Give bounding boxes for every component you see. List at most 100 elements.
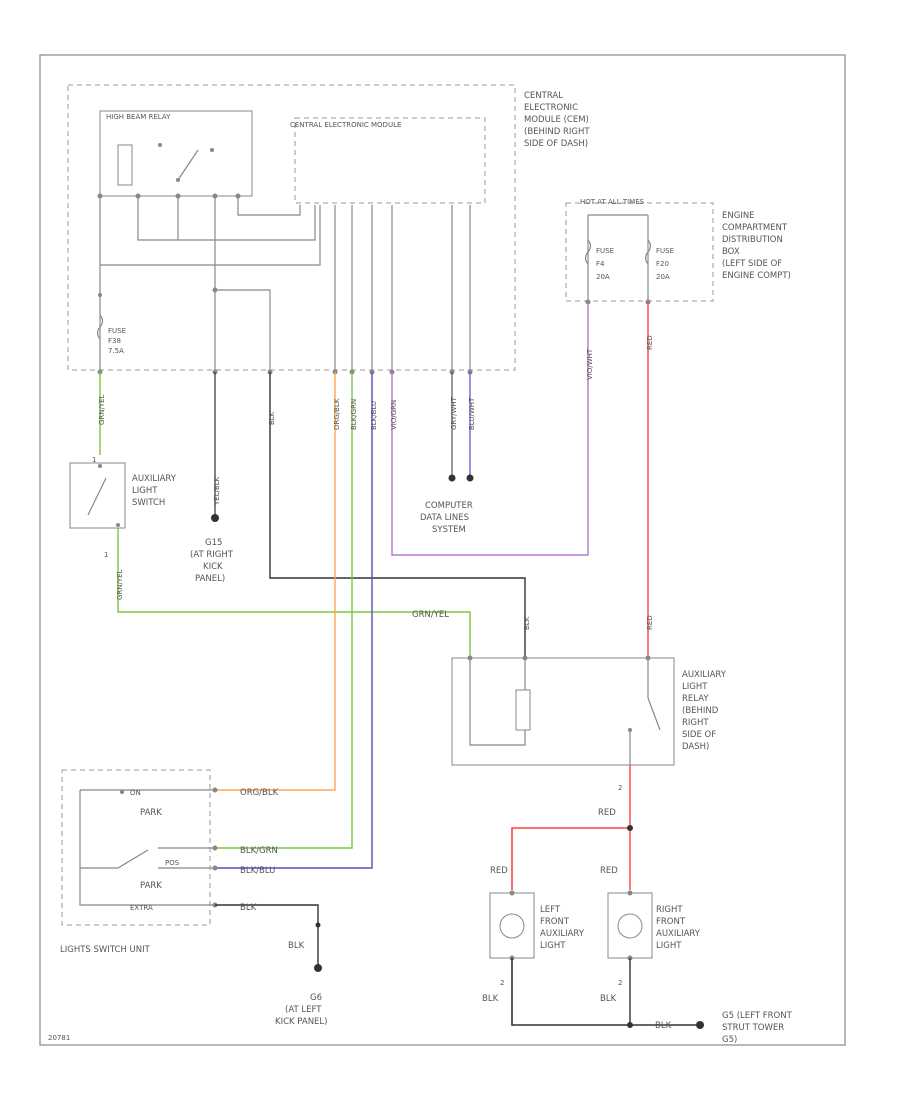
svg-text:COMPARTMENT: COMPARTMENT [722,223,788,233]
svg-text:F4: F4 [596,260,605,268]
aux-relay-coil [515,689,531,731]
svg-text:(AT LEFT: (AT LEFT [285,1005,322,1015]
fuse-f4-label: FUSE F4 20A [596,247,614,281]
computer-data-lines-label: COMPUTER DATA LINES SYSTEM [420,501,473,535]
svg-text:RIGHT: RIGHT [656,905,683,915]
engine-distribution-box [565,202,714,302]
cem-box [67,84,516,371]
left-aux-lamp-icon [499,913,525,939]
svg-text:ELECTRONIC: ELECTRONIC [524,103,578,113]
left-aux-lamp-box [489,892,535,959]
svg-text:(BEHIND RIGHT: (BEHIND RIGHT [524,127,590,137]
right-lamp-label: RIGHT FRONT AUXILIARY LIGHT [656,905,701,951]
wire-org-blk [215,372,336,791]
switch-extra-label: EXTRA [130,904,153,912]
svg-text:AUXILIARY: AUXILIARY [656,929,701,939]
ground-g5-label: G5 (LEFT FRONT STRUT TOWER G5) [722,1011,793,1045]
svg-text:20A: 20A [596,273,610,281]
engine-box-label: ENGINE COMPARTMENT DISTRIBUTION BOX (LEF… [722,211,791,281]
svg-text:ENGINE COMPT): ENGINE COMPT) [722,271,791,281]
ground-g15-label: G15 (AT RIGHT KICK PANEL) [190,538,234,584]
diagram-frame [39,54,846,1046]
svg-text:PANEL): PANEL) [195,574,225,584]
svg-text:SIDE OF: SIDE OF [682,730,716,740]
svg-text:LEFT: LEFT [540,905,561,915]
switch-park-label: PARK [140,808,162,818]
wire-red-left-lamp [511,827,630,890]
svg-text:LIGHT: LIGHT [132,486,158,496]
svg-text:F38: F38 [108,337,121,345]
svg-text:G15: G15 [205,538,222,548]
wire-label-red-left: RED [490,866,508,876]
svg-text:1: 1 [92,456,96,464]
svg-text:YEL/BLK: YEL/BLK [213,476,221,506]
right-aux-lamp-icon [617,913,643,939]
right-aux-lamp-box [607,892,653,959]
svg-text:(BEHIND: (BEHIND [682,706,719,716]
switch-park2-label: PARK [140,881,162,891]
svg-text:AUXILIARY: AUXILIARY [540,929,585,939]
wire-blk-g6 [215,904,319,968]
svg-text:KICK: KICK [203,562,223,572]
svg-text:SIDE OF DASH): SIDE OF DASH) [524,139,588,149]
ground-g5-dot [696,1021,704,1029]
svg-text:BLK: BLK [523,616,531,630]
svg-text:2: 2 [618,784,622,792]
svg-text:LIGHT: LIGHT [656,941,682,951]
svg-text:MODULE (CEM): MODULE (CEM) [524,115,589,125]
wire-label-org-blk: ORG/BLK [240,788,279,798]
svg-text:BLK: BLK [268,411,276,425]
svg-text:7.5A: 7.5A [108,347,124,355]
fuse-f20-label: FUSE F20 20A [656,247,674,281]
svg-text:COMPUTER: COMPUTER [425,501,473,511]
svg-text:(AT RIGHT: (AT RIGHT [190,550,234,560]
cem-inner-box [294,117,486,204]
svg-text:GRN/YEL: GRN/YEL [116,569,124,600]
lights-switch-unit-label: LIGHTS SWITCH UNIT [60,945,151,955]
fuse-f38-label: FUSE F38 7.5A [108,327,126,355]
svg-text:2: 2 [618,979,622,987]
wire-label-blk-grn: BLK/GRN [240,846,278,856]
svg-text:FUSE: FUSE [596,247,614,255]
aux-switch-label: AUXILIARY LIGHT SWITCH [132,474,177,508]
wire-label-blk-left: BLK [482,994,499,1004]
svg-text:DISTRIBUTION: DISTRIBUTION [722,235,783,245]
svg-text:ORG/BLK: ORG/BLK [333,398,341,430]
svg-text:KICK PANEL): KICK PANEL) [275,1017,327,1027]
wire-label-grn-yel: GRN/YEL [412,610,449,620]
svg-text:LIGHT: LIGHT [682,682,708,692]
wire-blk-lamp-ground [511,958,700,1026]
footer-code: 20781 [48,1034,70,1042]
svg-text:SYSTEM: SYSTEM [432,525,466,535]
svg-text:RED: RED [646,335,654,350]
svg-text:AUXILIARY: AUXILIARY [682,670,727,680]
svg-text:BLK: BLK [240,903,257,913]
wire-label-blk-right: BLK [600,994,617,1004]
svg-text:1: 1 [104,551,108,559]
high-beam-relay-box [99,110,253,197]
svg-text:RED: RED [646,615,654,630]
wire-grn-yel [117,528,471,658]
svg-text:G6: G6 [310,993,322,1003]
svg-text:F20: F20 [656,260,669,268]
svg-text:FUSE: FUSE [656,247,674,255]
svg-text:LIGHT: LIGHT [540,941,566,951]
svg-text:VIO/WHT: VIO/WHT [586,348,594,380]
switch-on-label: ON [130,789,141,797]
svg-text:BLK/GRN: BLK/GRN [350,399,358,430]
high-beam-relay-label: HIGH BEAM RELAY [106,113,171,121]
wire-vio [391,302,589,556]
svg-text:STRUT TOWER: STRUT TOWER [722,1023,784,1033]
svg-text:BLU/WHT: BLU/WHT [468,397,476,430]
svg-text:G5): G5) [722,1035,737,1045]
wire-label-red: RED [598,808,616,818]
switch-pos-label: POS [165,859,180,867]
svg-text:VIO/GRN: VIO/GRN [390,400,398,430]
svg-text:2: 2 [500,979,504,987]
svg-text:CENTRAL: CENTRAL [524,91,563,101]
svg-text:GRY/WHT: GRY/WHT [450,396,458,430]
cem-label: CENTRAL ELECTRONIC MODULE (CEM) (BEHIND … [524,91,590,149]
svg-text:SWITCH: SWITCH [132,498,165,508]
wire-blk-grn [215,372,353,849]
